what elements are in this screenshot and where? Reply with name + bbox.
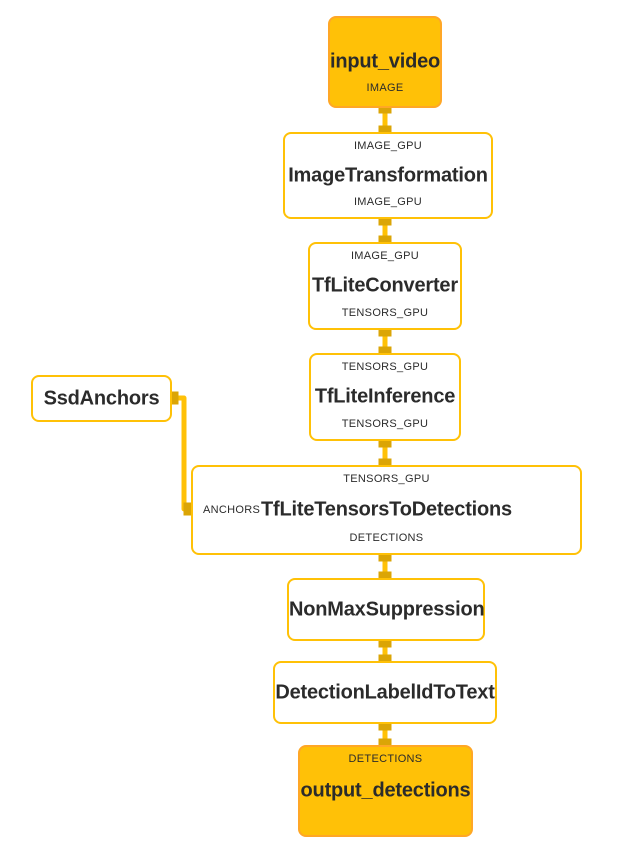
output-port-label: TENSORS_GPU	[341, 418, 429, 430]
node-title: TfLiteInference	[314, 385, 456, 408]
output-port-label: TENSORS_GPU	[341, 307, 429, 319]
input-port-label: DETECTIONS	[348, 753, 423, 765]
node-title: SsdAnchors	[43, 387, 160, 409]
node-detectionlabelidtotext[interactable]: DetectionLabelIdToText	[273, 661, 497, 724]
edge-ssdanchors-to-tflitetensorstodetections	[172, 395, 191, 512]
node-title: input_video	[330, 50, 441, 73]
node-title: DetectionLabelIdToText	[275, 681, 495, 703]
input-port-label: IMAGE_GPU	[353, 140, 423, 152]
output-port-label: DETECTIONS	[349, 532, 424, 544]
node-nonmaxsuppression[interactable]: NonMaxSuppression	[287, 578, 485, 641]
anchors-port-label: ANCHORS	[203, 504, 261, 516]
node-tfliteconverter[interactable]: IMAGE_GPU TfLiteConverter TENSORS_GPU	[308, 242, 462, 330]
node-ssdanchors[interactable]: SsdAnchors	[31, 375, 172, 422]
node-title: ImageTransformation	[288, 164, 488, 186]
node-title: output_detections	[300, 779, 471, 802]
node-title: TfLiteTensorsToDetections	[261, 498, 512, 521]
node-imagetransformation[interactable]: IMAGE_GPU ImageTransformation IMAGE_GPU	[283, 132, 493, 219]
node-input-video[interactable]: input_video IMAGE	[328, 16, 442, 108]
input-port-label: IMAGE_GPU	[350, 250, 420, 262]
node-title: TfLiteConverter	[312, 274, 458, 297]
node-output-detections[interactable]: DETECTIONS output_detections	[298, 745, 473, 837]
output-port-label: IMAGE_GPU	[353, 196, 423, 208]
node-title: NonMaxSuppression	[289, 598, 485, 620]
node-tflitetensorstodetections[interactable]: TENSORS_GPU ANCHORS TfLiteTensorsToDetec…	[191, 465, 582, 555]
input-port-label: TENSORS_GPU	[343, 473, 430, 485]
input-port-label: TENSORS_GPU	[341, 361, 429, 373]
output-port-label: IMAGE	[366, 82, 404, 94]
node-tfliteinference[interactable]: TENSORS_GPU TfLiteInference TENSORS_GPU	[309, 353, 461, 441]
